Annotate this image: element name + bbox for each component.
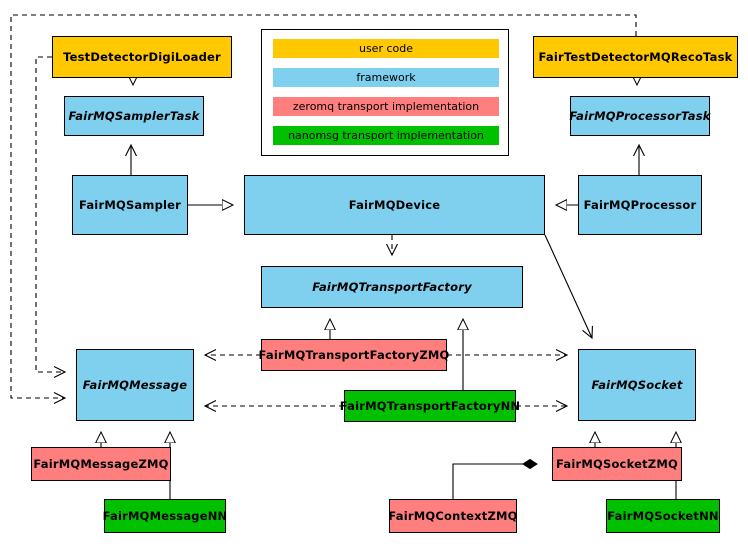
class-label: FairMQMessageNN: [102, 508, 228, 523]
class-label: FairMQProcessor: [583, 197, 697, 212]
class-box-fairmqsocketnn[interactable]: FairMQSocketNN: [606, 499, 720, 533]
legend-label: nanomsg transport implementation: [288, 129, 484, 142]
class-label: FairMQTransportFactory: [312, 279, 472, 294]
class-box-fairtestdetectormqrecotask[interactable]: FairTestDetectorMQRecoTask: [533, 36, 738, 78]
class-label: FairMQSocketNN: [607, 508, 719, 523]
class-label: FairMQMessage: [82, 377, 188, 392]
class-box-fairmqsocket[interactable]: FairMQSocket: [578, 349, 696, 421]
class-box-fairmqmessage[interactable]: FairMQMessage: [76, 349, 194, 421]
class-box-fairmqmessagezmq[interactable]: FairMQMessageZMQ: [31, 447, 171, 481]
class-box-fairmqsampler[interactable]: FairMQSampler: [72, 175, 188, 235]
class-box-fairmqsamplertask[interactable]: FairMQSamplerTask: [64, 96, 204, 136]
class-box-fairmqdevice[interactable]: FairMQDevice: [244, 175, 545, 235]
class-label: FairMQContextZMQ: [388, 508, 518, 523]
class-box-fairmqsocketzmq[interactable]: FairMQSocketZMQ: [552, 447, 682, 481]
class-box-fairmqprocessortask[interactable]: FairMQProcessorTask: [569, 96, 711, 136]
class-box-fairmqtransportfactory[interactable]: FairMQTransportFactory: [261, 266, 523, 308]
legend-label: zeromq transport implementation: [292, 100, 480, 113]
legend-panel: user code framework zeromq transport imp…: [261, 29, 509, 156]
legend-label: framework: [356, 71, 416, 84]
class-box-testdetectordigiloader[interactable]: TestDetectorDigiLoader: [52, 36, 232, 78]
legend-label: user code: [358, 42, 414, 55]
class-label: FairMQSocket: [591, 377, 683, 392]
class-label: FairMQMessageZMQ: [33, 456, 169, 471]
class-label: FairMQDevice: [348, 197, 441, 212]
class-label: FairMQSamplerTask: [68, 108, 200, 123]
class-label: FairMQProcessorTask: [569, 108, 711, 123]
class-label: FairTestDetectorMQRecoTask: [538, 49, 733, 64]
class-label: TestDetectorDigiLoader: [63, 49, 221, 64]
class-box-fairmqcontextzmq[interactable]: FairMQContextZMQ: [388, 499, 518, 533]
class-label: FairMQTransportFactoryNN: [339, 398, 521, 413]
edge-recotask-message: [10, 14, 637, 398]
legend-item-framework: framework: [273, 68, 499, 87]
class-box-fairmqprocessor[interactable]: FairMQProcessor: [578, 175, 702, 235]
edge-device-socket: [544, 234, 592, 338]
legend-item-zeromq: zeromq transport implementation: [273, 97, 499, 116]
class-label: FairMQSampler: [78, 197, 182, 212]
class-box-fairmqmessagenn[interactable]: FairMQMessageNN: [102, 499, 228, 533]
legend-item-user-code: user code: [273, 39, 499, 58]
class-label: FairMQSocketZMQ: [556, 456, 678, 471]
class-box-fairmqtransportfactoryzmq[interactable]: FairMQTransportFactoryZMQ: [258, 339, 450, 371]
edge-contextzmq-socketzmq: [452, 458, 538, 499]
class-box-fairmqtransportfactorynn[interactable]: FairMQTransportFactoryNN: [340, 390, 520, 422]
edge-digiloader-message: [35, 56, 65, 372]
legend-item-nanomsg: nanomsg transport implementation: [273, 126, 499, 145]
class-label: FairMQTransportFactoryZMQ: [258, 347, 450, 362]
